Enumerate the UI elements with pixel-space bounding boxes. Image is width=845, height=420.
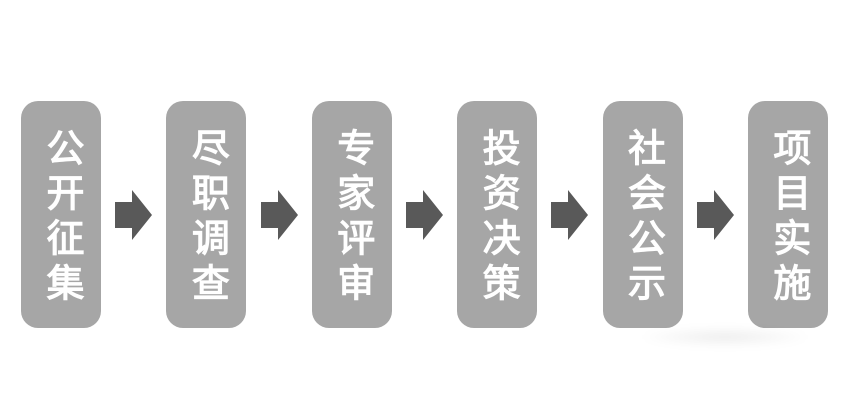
flow-arrow-icon bbox=[696, 189, 734, 240]
flow-step-open-solicitation: 公开征集 bbox=[21, 101, 101, 328]
flow-step-label: 专家评审 bbox=[330, 128, 373, 308]
flow-arrow-icon bbox=[115, 189, 153, 240]
flow-arrow-icon bbox=[551, 189, 589, 240]
flow-arrow-icon bbox=[405, 189, 443, 240]
flow-step-project-implementation: 项目实施 bbox=[747, 101, 828, 328]
flow-step-label: 项目实施 bbox=[766, 128, 809, 308]
flow-step-public-notice: 社会公示 bbox=[602, 101, 683, 328]
flow-step-label: 尽职调查 bbox=[185, 128, 228, 308]
flow-step-label: 投资决策 bbox=[476, 128, 519, 308]
flow-step-expert-review: 专家评审 bbox=[311, 101, 392, 328]
flow-step-due-diligence: 尽职调查 bbox=[166, 101, 247, 328]
flow-step-label: 公开征集 bbox=[40, 128, 82, 308]
flow-step-label: 社会公示 bbox=[621, 128, 664, 308]
flow-arrow-icon bbox=[260, 189, 298, 240]
flow-row: 公开征集 尽职调查 专家评审 投资决策 社会公示 bbox=[21, 101, 828, 328]
flow-step-investment-decision: 投资决策 bbox=[457, 101, 538, 328]
